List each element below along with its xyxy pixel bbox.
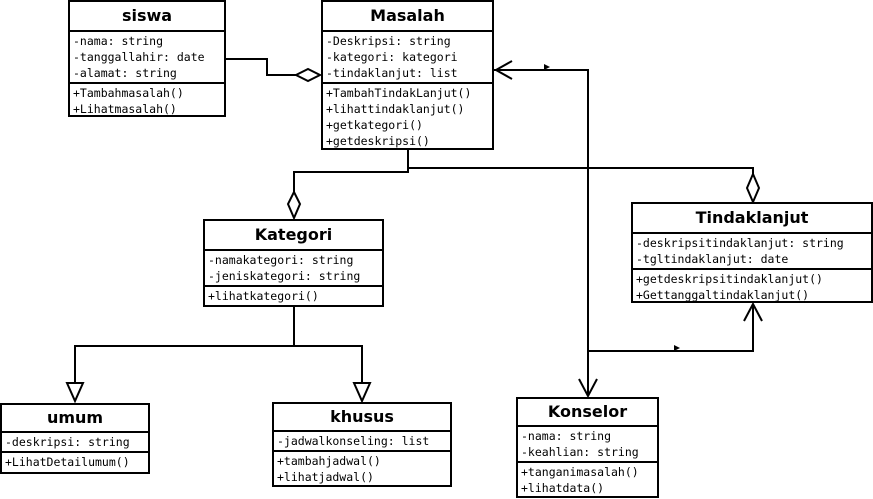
class-name: khusus: [274, 404, 450, 432]
masalah-tindaklanjut-aggregation-line: [408, 167, 754, 174]
attribute: -keahlian: string: [521, 445, 639, 459]
class-khusus: khusus -jadwalkonseling: list +tambahjad…: [272, 402, 452, 487]
aggregation-diamond-icon: [286, 189, 302, 221]
class-masalah: Masalah -Deskripsi: string -kategori: ka…: [321, 0, 494, 150]
class-name: Kategori: [205, 221, 382, 251]
class-konselor: Konselor -nama: string -keahlian: string…: [516, 397, 659, 498]
attribute: -namakategori: string: [208, 253, 354, 267]
aggregation-diamond-icon: [745, 171, 761, 205]
class-name: siswa: [70, 2, 224, 32]
method: +tanganimasalah(): [521, 465, 639, 479]
methods-section: +tambahjadwal() +lihatjadwal(): [274, 450, 450, 486]
method: +lihatkategori(): [208, 289, 319, 303]
attribute: -Deskripsi: string: [326, 34, 451, 48]
method: +getkategori(): [326, 118, 423, 132]
attribute: -tindaklanjut: list: [326, 66, 458, 80]
method: +lihatjadwal(): [277, 470, 374, 484]
kategori-generalization-line: [74, 306, 295, 383]
method: +lihattindaklanjut(): [326, 102, 465, 116]
class-name: Masalah: [323, 2, 492, 32]
class-name: Konselor: [518, 399, 657, 427]
methods-section: +tanganimasalah() +lihatdata(): [518, 461, 657, 497]
attribute: -tanggallahir: date: [73, 50, 205, 64]
attribute: -kategori: kategori: [326, 50, 458, 64]
method: +lihatdata(): [521, 481, 605, 495]
direction-arrow-icon: [674, 345, 680, 351]
methods-section: +getdeskripsitindaklanjut() +Gettanggalt…: [633, 268, 871, 304]
generalization-arrow-icon: [352, 382, 372, 404]
attribute: -nama: string: [73, 34, 164, 48]
attribute: -deskripsitindaklanjut: string: [636, 236, 844, 250]
generalization-arrow-icon: [65, 382, 85, 404]
attribute: -tgltindaklanjut: date: [636, 252, 789, 266]
class-kategori: Kategori -namakategori: string -jeniskat…: [203, 219, 384, 307]
methods-section: +lihatkategori(): [205, 285, 382, 305]
method: +Lihatmasalah(): [73, 102, 177, 116]
attributes-section: -namakategori: string -jeniskategori: st…: [205, 251, 382, 285]
class-umum: umum -deskripsi: string +LihatDetailumum…: [0, 403, 150, 474]
konselor-masalah-association-line: [494, 69, 589, 396]
attribute: -jeniskategori: string: [208, 269, 361, 283]
konselor-tindaklanjut-association-line: [588, 304, 754, 352]
masalah-kategori-aggregation-line: [293, 150, 409, 192]
attribute: -alamat: string: [73, 66, 177, 80]
method: +TambahTindakLanjut(): [326, 86, 472, 100]
method: +LihatDetailumum(): [5, 455, 130, 469]
methods-section: +LihatDetailumum(): [2, 451, 148, 471]
siswa-masalah-aggregation-line: [225, 58, 296, 76]
class-tindaklanjut: Tindaklanjut -deskripsitindaklanjut: str…: [631, 202, 873, 303]
method: +getdeskripsi(): [326, 134, 430, 148]
kategori-khusus-line: [294, 345, 363, 383]
methods-section: +TambahTindakLanjut() +lihattindaklanjut…: [323, 82, 492, 150]
aggregation-diamond-icon: [293, 67, 323, 83]
attributes-section: -jadwalkonseling: list: [274, 432, 450, 450]
attributes-section: -nama: string -tanggallahir: date -alama…: [70, 32, 224, 82]
method: +Tambahmasalah(): [73, 86, 184, 100]
method: +getdeskripsitindaklanjut(): [636, 272, 823, 286]
class-name: Tindaklanjut: [633, 204, 871, 234]
open-arrow-icon: [578, 378, 598, 399]
open-arrow-icon: [743, 301, 763, 322]
method: +Gettanggaltindaklanjut(): [636, 288, 810, 302]
attributes-section: -nama: string -keahlian: string: [518, 427, 657, 461]
methods-section: +Tambahmasalah() +Lihatmasalah(): [70, 82, 224, 118]
attributes-section: -deskripsitindaklanjut: string -tgltinda…: [633, 234, 871, 268]
attributes-section: -deskripsi: string: [2, 433, 148, 451]
class-siswa: siswa -nama: string -tanggallahir: date …: [68, 0, 226, 117]
class-name: umum: [2, 405, 148, 433]
method: +tambahjadwal(): [277, 454, 381, 468]
open-arrow-icon: [493, 60, 513, 80]
direction-arrow-icon: [544, 64, 550, 70]
attributes-section: -Deskripsi: string -kategori: kategori -…: [323, 32, 492, 82]
attribute: -nama: string: [521, 429, 612, 443]
attribute: -jadwalkonseling: list: [277, 434, 430, 448]
attribute: -deskripsi: string: [5, 435, 130, 449]
